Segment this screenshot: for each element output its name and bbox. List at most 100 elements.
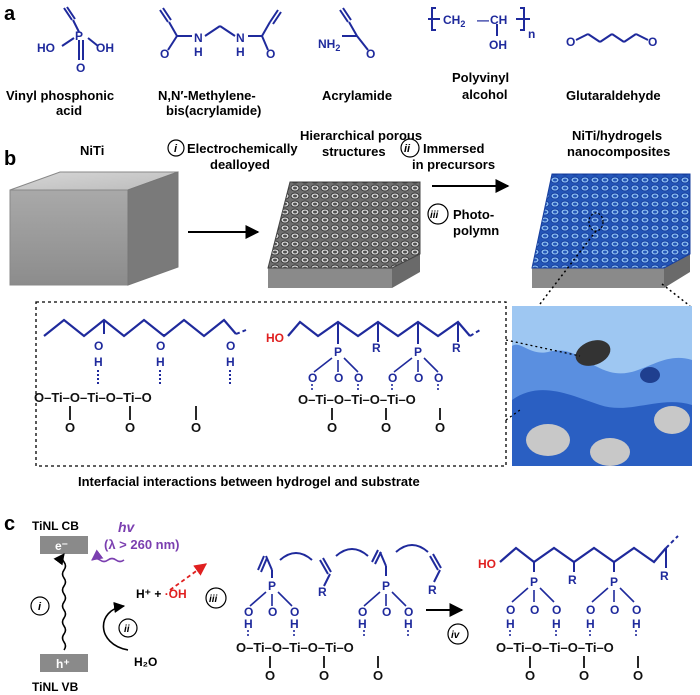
mba-structure (159, 7, 282, 51)
pvpa-o-c: O (354, 371, 363, 385)
poly-bonds (509, 587, 637, 638)
radical-label: H⁺ + ·OH (136, 587, 187, 601)
tio-chain-3: O–Ti–O–Ti–O–Ti–O O O O (236, 640, 383, 683)
atom-o-glut2: O (648, 35, 657, 49)
oxidation-arrow (102, 601, 129, 651)
atom-o-mba1: O (160, 47, 169, 61)
step-c-iii: iii (209, 594, 218, 605)
cb-label: TiNL CB (32, 519, 79, 533)
step-i-text-a: Electrochemically (187, 141, 298, 156)
niti-block (9, 171, 179, 286)
mono-r-2: R (428, 583, 437, 597)
step-iii-text-a: Photo- (453, 207, 494, 222)
pva-o-1: O (94, 339, 103, 353)
step-ii-text-a: Immersed (423, 141, 484, 156)
glutaraldehyde-structure (575, 33, 649, 43)
step-c-ii-circle (118, 618, 138, 638)
atom-ch2: CH2 (443, 13, 465, 29)
pvpa-ho-end: HO (266, 331, 284, 345)
niti-label: NiTi (80, 143, 104, 158)
atom-o: O (76, 61, 85, 75)
step-ii-circle (400, 138, 420, 158)
porous-label-b: structures (322, 144, 386, 159)
svg-text:O–Ti–O–Ti–O–Ti–O: O–Ti–O–Ti–O–Ti–O (34, 390, 152, 405)
mono-p-2: P (382, 579, 390, 593)
pva-ti-interaction (43, 318, 247, 386)
pva-structure (428, 7, 530, 36)
atom-ho: HO (37, 41, 55, 55)
poly-o-b: O (530, 603, 539, 617)
svg-text:O: O (633, 668, 643, 683)
atom-o-glut1: O (566, 35, 575, 49)
svg-text:O: O (579, 668, 589, 683)
pvpa-ti-interaction (287, 320, 481, 344)
atom-h-mba1: H (194, 45, 203, 59)
radical-arrow (169, 563, 208, 591)
poly-ho-end: HO (478, 557, 496, 571)
atom-n-mba1: N (194, 31, 203, 45)
step-c-ii: ii (124, 624, 130, 635)
mono-h-a: H (244, 617, 253, 631)
svg-text:O: O (191, 420, 201, 435)
atom-oh: OH (96, 41, 114, 55)
vinyl-phosphonic-acid-structure (61, 6, 99, 60)
poly-o-d: O (586, 603, 595, 617)
nanocomposite-block (531, 173, 691, 288)
atom-n-mba2: N (236, 31, 245, 45)
mono-o-b: O (268, 605, 277, 619)
mono-h-f: H (404, 617, 413, 631)
step-c-i-circle (30, 596, 50, 616)
atom-ch: CH (490, 13, 507, 27)
hv-label: hv (118, 519, 136, 535)
atom-p: P (75, 29, 83, 43)
poly-r-1: R (568, 573, 577, 587)
panel-a-label: a (4, 3, 16, 25)
lambda-label: (λ > 260 nm) (104, 537, 180, 552)
svg-text:O: O (265, 668, 275, 683)
tio-chain-4: O–Ti–O–Ti–O–Ti–O O O O (496, 640, 643, 683)
step-i-text-b: dealloyed (210, 157, 270, 172)
pvpa-r-1: R (372, 341, 381, 355)
step-iii-num: iii (430, 210, 439, 221)
svg-text:O–Ti–O–Ti–O–Ti–O: O–Ti–O–Ti–O–Ti–O (236, 640, 354, 655)
step-iii-circle (427, 203, 449, 225)
pva-h-2: H (156, 355, 165, 369)
tio-chain-1: O–Ti–O–Ti–O–Ti–O O O O (34, 390, 201, 435)
poly-p-1: P (530, 575, 538, 589)
panel-b-label: b (4, 148, 16, 170)
step-c-iii-circle (205, 587, 227, 609)
atom-dash: — (477, 13, 489, 27)
pva-h-3: H (226, 355, 235, 369)
mono-o-a: O (244, 605, 253, 619)
zoom-line-right (661, 283, 691, 307)
tio-chain-2: O–Ti–O–Ti–O–Ti–O O O O (298, 392, 445, 435)
pvpa-p-1: P (334, 345, 342, 359)
vb-box (40, 654, 88, 672)
porous-niti-block (267, 181, 421, 288)
svg-text:O: O (373, 668, 383, 683)
svg-text:O: O (125, 420, 135, 435)
acrylamide-structure (339, 7, 369, 51)
step-c-iv-circle (447, 623, 469, 645)
step-i-circle (167, 139, 185, 157)
porous-label-a: Hierarchical porous (300, 128, 422, 143)
pvpa-o-a: O (308, 371, 317, 385)
pvpa-p-2: P (414, 345, 422, 359)
pva-o-3: O (226, 339, 235, 353)
pvpa-o-e: O (414, 371, 423, 385)
mono-o-f: O (404, 605, 413, 619)
atom-n-sub: n (528, 27, 535, 41)
panel-c-label: c (4, 513, 15, 535)
svg-text:O–Ti–O–Ti–O–Ti–O: O–Ti–O–Ti–O–Ti–O (496, 640, 614, 655)
interaction-caption: Interfacial interactions between hydroge… (78, 474, 420, 489)
vb-label: TiNL VB (32, 680, 79, 694)
hole-label: h⁺ (56, 657, 70, 671)
step-ii-num: ii (404, 143, 411, 155)
poly-h-a: H (506, 617, 515, 631)
step-i-num: i (174, 143, 178, 155)
compound-name-5: Glutaraldehyde (566, 88, 661, 103)
svg-text:O: O (319, 668, 329, 683)
step-iii-text-b: polymn (453, 223, 499, 238)
excitation-arrow (53, 553, 67, 651)
